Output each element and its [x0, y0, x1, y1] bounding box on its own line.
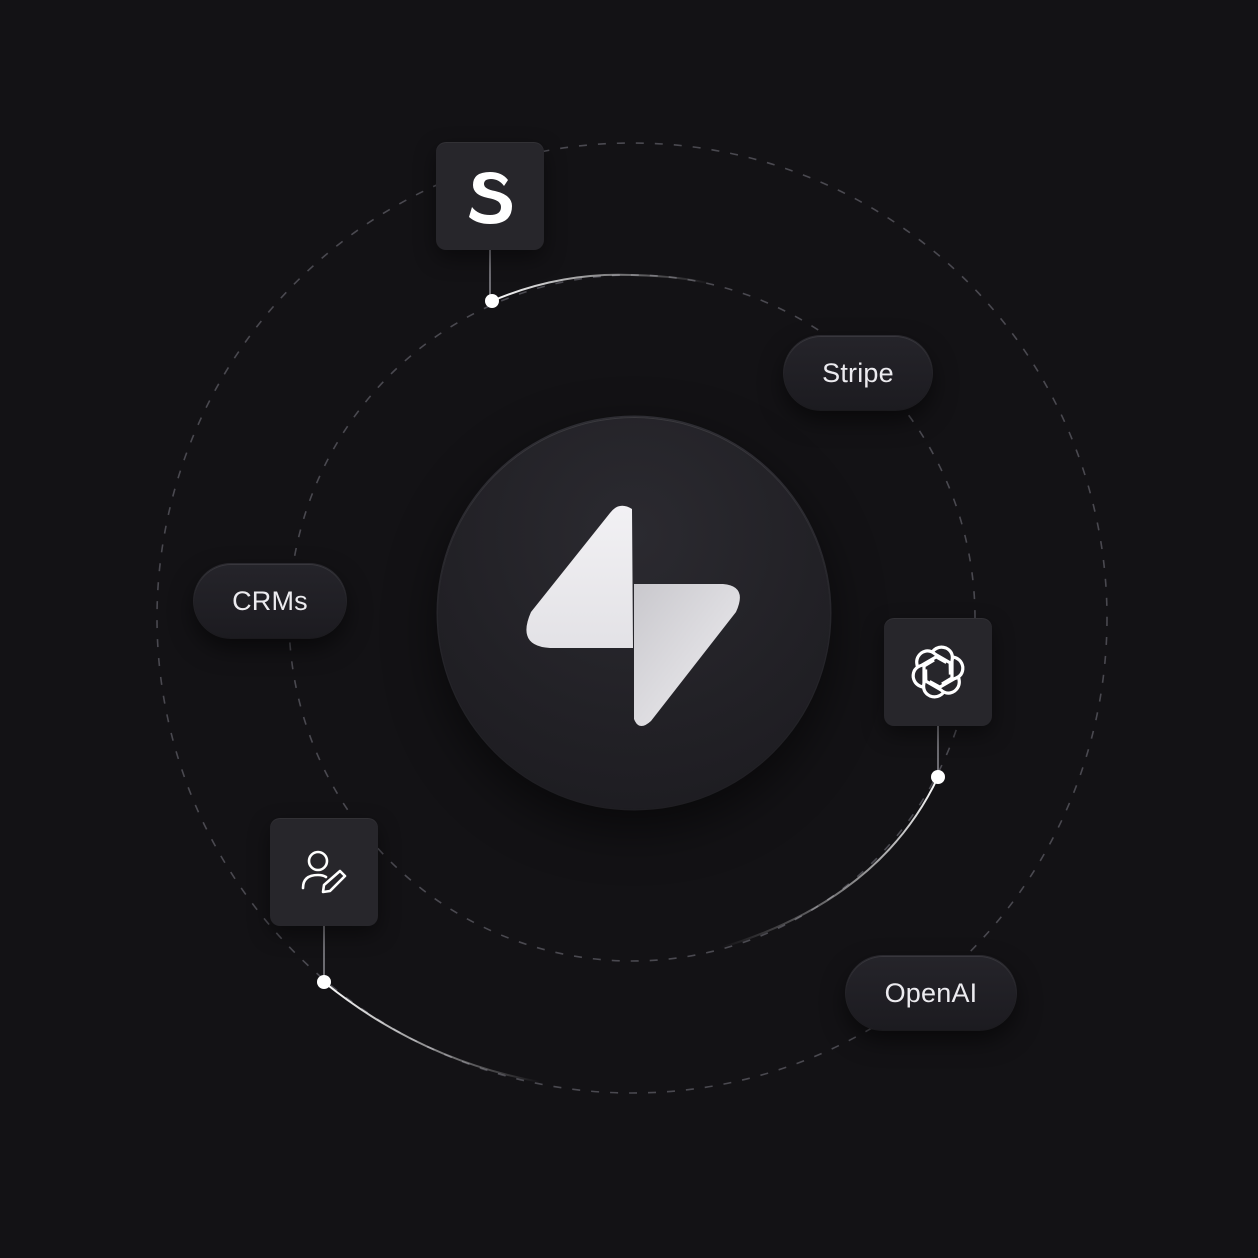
stripe-pill[interactable]: Stripe [784, 336, 932, 410]
openai-dot [931, 770, 945, 784]
openai-logo-tile[interactable] [884, 618, 992, 726]
hub-circle [438, 417, 830, 809]
crm-user-tile[interactable] [270, 818, 378, 926]
stripe-connector-arc [491, 273, 713, 302]
stripe-logo-tile[interactable] [436, 142, 544, 250]
stripe-s-logo-icon [469, 172, 512, 224]
crms-pill[interactable]: CRMs [194, 564, 346, 638]
openai-pill[interactable]: OpenAI [846, 956, 1016, 1030]
crm-dot [317, 975, 331, 989]
outer-ring [156, 142, 1108, 1094]
stripe-dot [485, 294, 499, 308]
openai-connector-arc [719, 776, 939, 949]
openai-label: OpenAI [884, 977, 978, 1008]
user-edit-icon [301, 850, 347, 894]
stripe-label: Stripe [822, 357, 894, 388]
crms-label: CRMs [232, 585, 308, 616]
openai-knot-logo-icon [911, 645, 965, 699]
crm-connector-arc [323, 981, 541, 1083]
lightning-bolt-icon [526, 505, 740, 727]
